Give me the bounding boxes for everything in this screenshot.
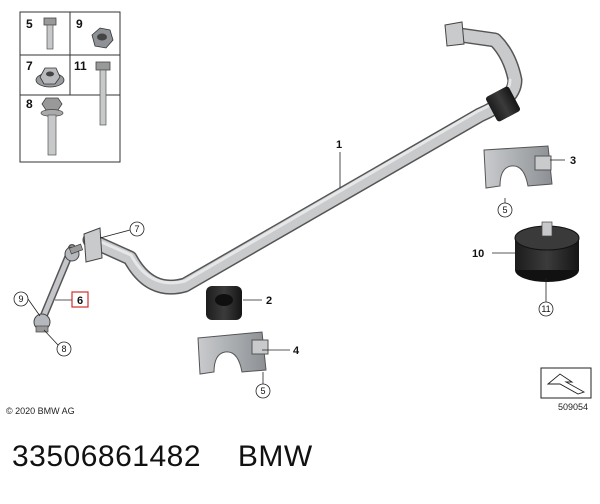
stabilizer-link[interactable] [33,243,84,333]
bracket-right[interactable] [483,145,553,189]
part-number: 33506861482 [12,440,202,473]
flange-nut-icon [35,67,65,88]
cell-number: 9 [76,17,83,31]
part-number-line: 33506861482 BMW [12,440,341,474]
hardware-cell-11[interactable]: 11 [74,59,111,126]
bolt-icon [43,17,57,50]
hardware-grid: 5 9 7 11 [19,11,121,163]
callout-label: 4 [293,345,300,357]
direction-arrow-icon [540,367,592,399]
rubber-buffer[interactable] [514,221,580,282]
cell-number: 11 [74,59,87,73]
callout-label: 5 [260,386,265,396]
callout-2[interactable]: 2 [266,295,272,307]
callout-5-center[interactable]: 5 [255,383,271,399]
callout-8[interactable]: 8 [56,341,72,357]
callout-label: 11 [541,304,550,314]
hardware-cell-5[interactable]: 5 [26,17,57,50]
flange-bolt-icon [40,97,64,156]
callout-label: 6 [77,295,83,307]
hardware-cell-8[interactable]: 8 [26,97,64,156]
callout-label: 10 [472,248,484,260]
callout-11[interactable]: 11 [538,301,554,317]
callout-9[interactable]: 9 [13,291,29,307]
callout-label: 2 [266,295,272,307]
callout-label: 1 [336,139,342,151]
callout-3[interactable]: 3 [570,155,576,167]
stabilizer-bar[interactable] [82,21,523,295]
callout-4[interactable]: 4 [293,345,300,357]
callout-label: 3 [570,155,576,167]
callout-6[interactable]: 6 [71,291,89,308]
cell-number: 5 [26,17,33,31]
leader-lines [27,152,565,385]
callout-label: 9 [18,294,23,304]
copyright: © 2020 BMW AG [6,406,75,416]
hardware-cell-9[interactable]: 9 [76,17,114,49]
diagram-number: 509054 [558,402,588,412]
callout-1[interactable]: 1 [336,139,342,151]
parts-diagram: 5 9 7 11 [6,11,592,416]
callout-label: 7 [134,224,139,234]
callout-label: 8 [61,344,66,354]
rubber-mounting-center[interactable] [206,286,242,320]
callout-10[interactable]: 10 [472,248,484,260]
callout-5-right[interactable]: 5 [497,202,513,218]
cell-number: 8 [26,97,33,111]
long-bolt-icon [95,61,111,126]
bracket-center[interactable] [197,331,269,375]
brand: BMW [237,440,313,473]
nut-icon [91,27,114,49]
hardware-cell-7[interactable]: 7 [26,59,65,88]
callout-label: 5 [502,205,507,215]
cell-number: 7 [26,59,33,73]
callout-7[interactable]: 7 [129,221,145,237]
